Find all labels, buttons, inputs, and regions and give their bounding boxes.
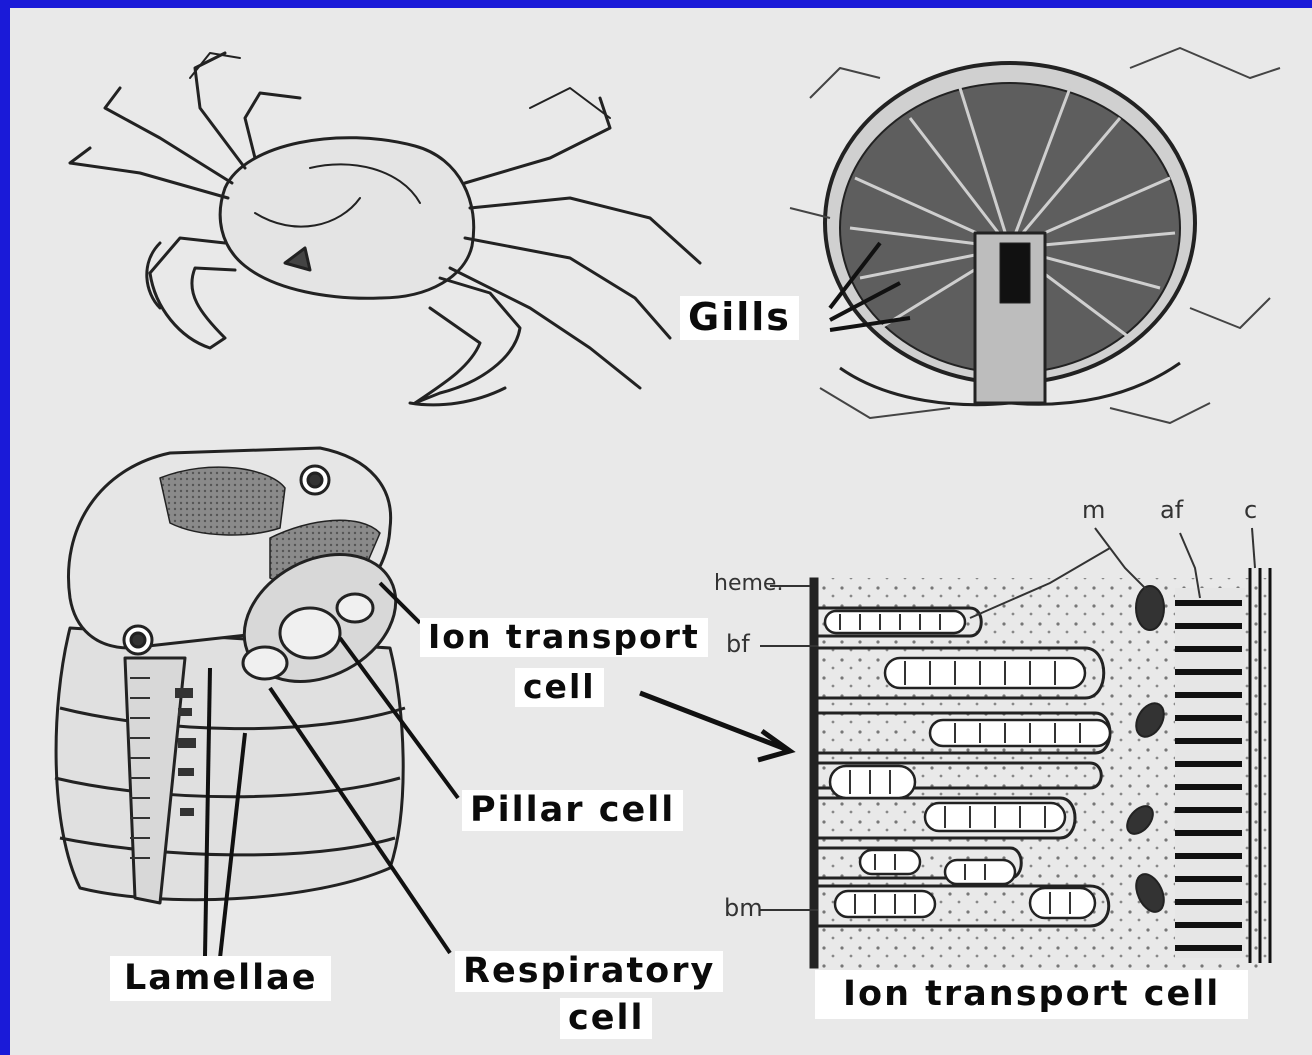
bm-label: bm — [724, 896, 763, 920]
lamellae-label: Lamellae — [110, 956, 331, 1001]
diagram-panel: Gills Ion transport cell Pillar cell Res… — [10, 8, 1312, 1055]
respiratory-cell-label-line1: Respiratory — [455, 951, 723, 992]
crab-drawing — [70, 53, 700, 405]
diagram-artwork — [10, 8, 1312, 1055]
gill-chamber-drawing — [790, 48, 1280, 423]
mitochondria-label: m — [1082, 498, 1105, 522]
gills-label: Gills — [680, 296, 799, 340]
ion-transport-cell-label-line1: Ion transport — [420, 618, 708, 657]
af-label: af — [1160, 498, 1183, 522]
ion-transport-cell-label-line2: cell — [515, 668, 604, 707]
pillar-cell-label: Pillar cell — [462, 790, 683, 831]
cuticle-label: c — [1244, 498, 1257, 522]
respiratory-cell-label-line2: cell — [560, 998, 652, 1039]
heme-label: heme. — [714, 573, 783, 595]
bf-label: bf — [726, 632, 750, 656]
lamellae-drawing — [55, 448, 458, 958]
ion-transport-cell-bottom-label: Ion transport cell — [815, 970, 1248, 1019]
